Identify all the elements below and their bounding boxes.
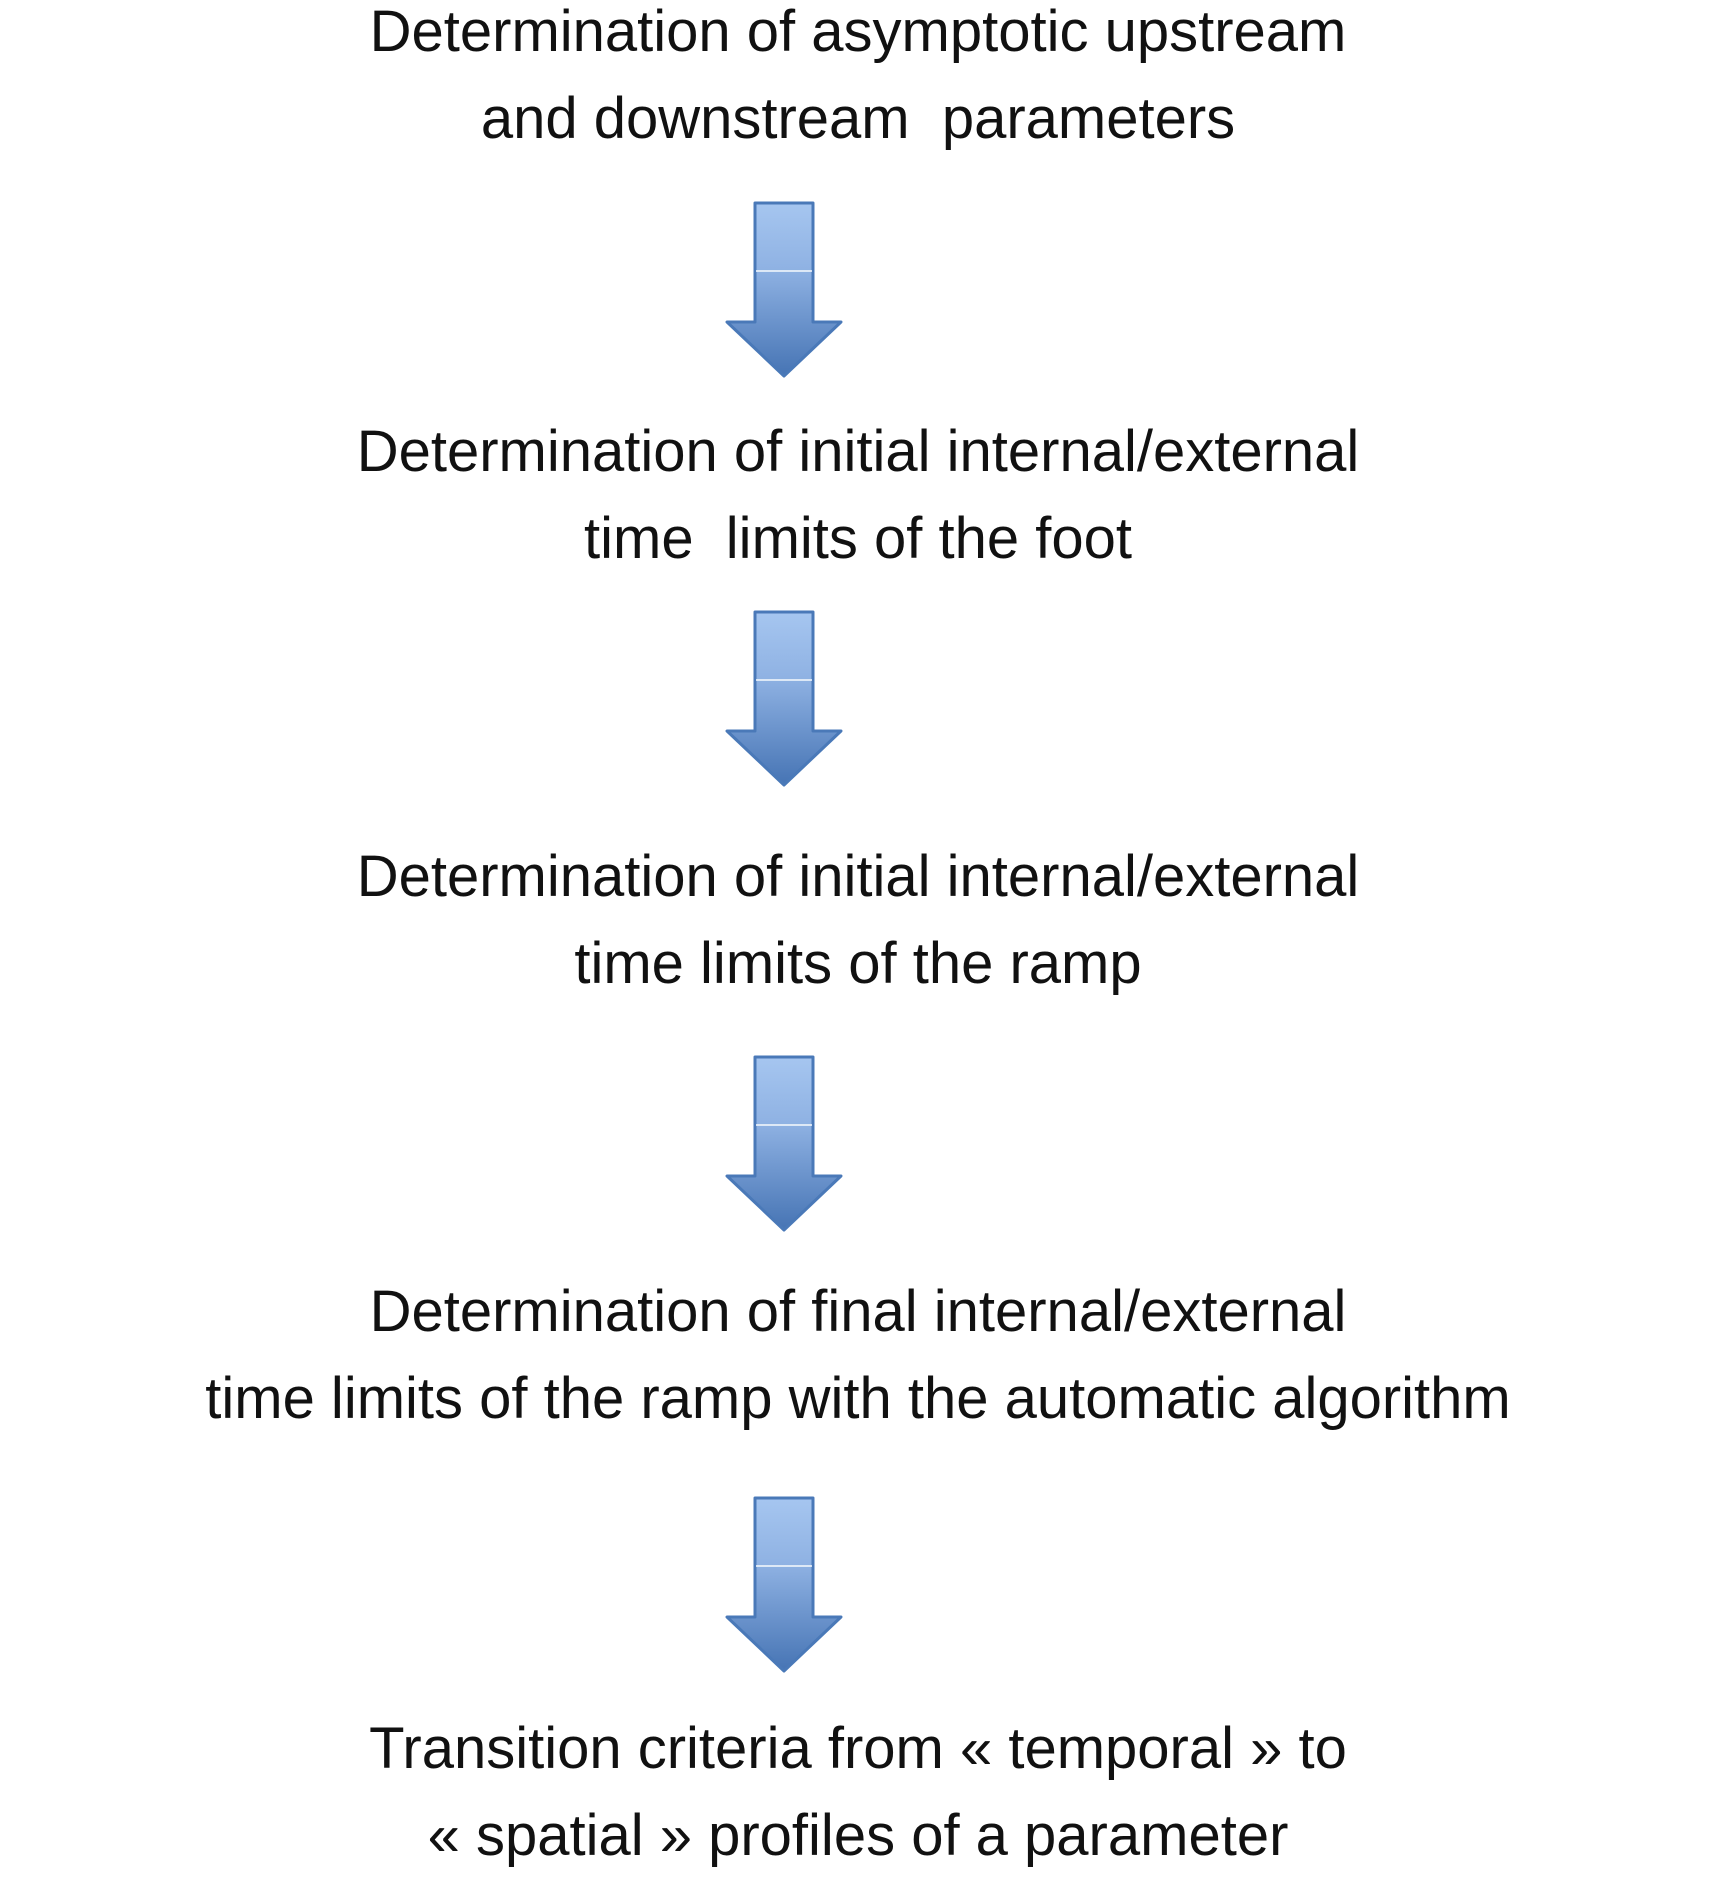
flow-step-1-line-2: and downstream parameters xyxy=(480,86,1236,151)
flow-step-4-line-2: time limits of the ramp with the automat… xyxy=(205,1366,1511,1431)
flow-step-2-line-2: time limits of the foot xyxy=(584,506,1132,571)
flow-step-4: Determination of final internal/external… xyxy=(0,1268,1716,1442)
flow-step-1-line-1: Determination of asymptotic upstream xyxy=(369,0,1347,64)
flow-step-5-line-1: Transition criteria from « temporal » to xyxy=(369,1716,1347,1781)
flow-step-4-line-1: Determination of final internal/external xyxy=(369,1279,1347,1344)
flow-step-2-line-1: Determination of initial internal/extern… xyxy=(356,419,1360,484)
flow-step-3-line-1: Determination of initial internal/extern… xyxy=(356,844,1360,909)
flow-step-3: Determination of initial internal/extern… xyxy=(0,833,1716,1007)
down-arrow-icon xyxy=(725,610,843,787)
flow-step-5: Transition criteria from « temporal » to… xyxy=(0,1705,1716,1879)
down-arrow-icon xyxy=(725,1496,843,1673)
flow-step-3-line-2: time limits of the ramp xyxy=(574,931,1142,996)
flow-step-5-line-2: « spatial » profiles of a parameter xyxy=(427,1803,1289,1868)
flow-step-2: Determination of initial internal/extern… xyxy=(0,408,1716,582)
flow-step-1: Determination of asymptotic upstream and… xyxy=(0,0,1716,162)
down-arrow-icon xyxy=(725,1055,843,1232)
down-arrow-icon xyxy=(725,201,843,378)
